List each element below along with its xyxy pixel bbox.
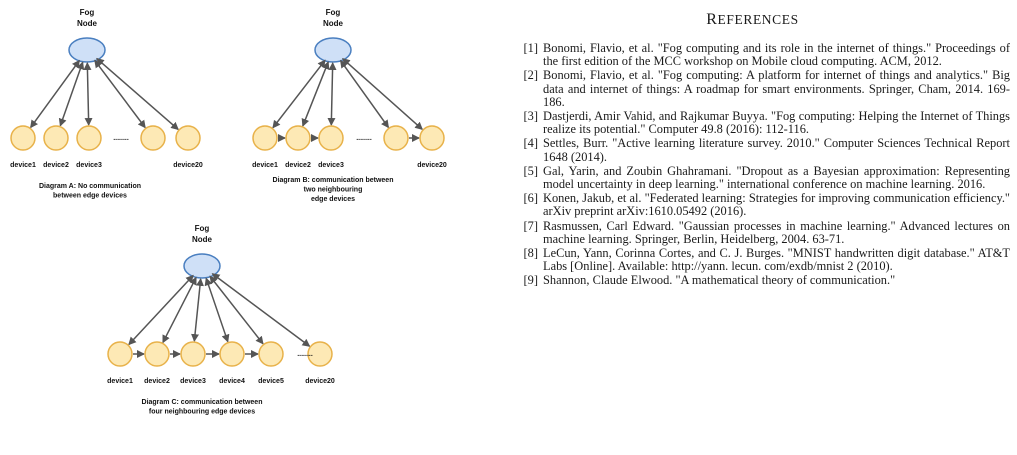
reference-text: Dastjerdi, Amir Vahid, and Rajkumar Buyy… [543, 109, 1010, 137]
arrow-connector [162, 276, 197, 344]
device-node [107, 341, 133, 367]
reference-item: [7] Rasmussen, Carl Edward. "Gaussian pro… [495, 218, 1010, 246]
reference-item: [8] LeCun, Yann, Corinna Cortes, and C. J… [495, 246, 1010, 274]
arrow-connector [96, 57, 179, 131]
references-heading: REFERENCES [495, 11, 1010, 29]
references-section: REFERENCES [1] Bonomi, Flavio, et al. "Fo… [495, 0, 1010, 289]
reference-text: Gal, Yarin, and Zoubin Ghahramani. "Drop… [543, 163, 1010, 192]
fog-node-label: Fog [195, 224, 210, 233]
diagram-caption: Diagram B: communication between [273, 177, 394, 184]
arrow-connector [83, 61, 93, 127]
device-node [180, 341, 206, 367]
arrow-connector [209, 275, 264, 345]
reference-list: [1] Bonomi, Flavio, et al. "Fog computing… [495, 41, 1010, 288]
arrow-connector [341, 57, 424, 131]
arrow-connector [211, 273, 311, 347]
reference-text: Settles, Burr. "Active learning literatu… [543, 136, 1010, 164]
diagram-caption: Diagram C: communication between [142, 399, 263, 406]
device-node [140, 125, 166, 151]
diagram-caption: edge devices [311, 196, 355, 203]
reference-number: [9] [523, 273, 538, 288]
fog-node [68, 37, 106, 63]
device-node [285, 125, 311, 151]
diagram-caption: Diagram A: No communication [39, 183, 141, 190]
arrow-connector [58, 61, 85, 127]
fog-node [314, 37, 352, 63]
diagram-caption: four neighbouring edge devices [149, 409, 255, 416]
fog-node-label: Fog [326, 8, 341, 17]
device-label: device1 [10, 162, 36, 169]
device-label: device2 [144, 378, 170, 385]
arrow-connector [128, 274, 194, 346]
device-label: device5 [258, 378, 284, 385]
references-heading-rest: EFERENCES [717, 12, 799, 27]
device-label: device2 [43, 162, 69, 169]
arrow-connector [339, 59, 390, 129]
reference-number: [6] [523, 191, 538, 206]
device-label: device3 [318, 162, 344, 169]
device-node [383, 125, 409, 151]
fog-node-label: Node [77, 19, 98, 28]
reference-item: [4] Settles, Burr. "Active learning liter… [495, 136, 1010, 164]
fog-node-label: Fog [80, 8, 95, 17]
reference-text: Konen, Jakub, et al. "Federated learning… [543, 191, 1010, 219]
reference-number: [4] [523, 136, 538, 151]
arrow-connector [204, 277, 230, 343]
reference-text: LeCun, Yann, Corinna Cortes, and C. J. B… [543, 246, 1010, 274]
arrow-connector [272, 59, 326, 129]
device-node [318, 125, 344, 151]
device-label: device3 [76, 162, 102, 169]
reference-number: [5] [523, 163, 538, 178]
device-node [76, 125, 102, 151]
device-node [419, 125, 445, 151]
reference-number: [1] [523, 41, 538, 55]
references-heading-cap: R [706, 11, 718, 28]
device-node [252, 125, 278, 151]
reference-number: [8] [523, 246, 538, 261]
device-node [10, 125, 36, 151]
ellipsis-dots: ........ [356, 135, 372, 142]
fog-node-label: Node [192, 235, 213, 244]
device-node [144, 341, 170, 367]
reference-item: [5] Gal, Yarin, and Zoubin Ghahramani. "D… [495, 163, 1010, 192]
fog-node [183, 253, 221, 279]
device-node [43, 125, 69, 151]
device-label: device20 [305, 378, 335, 385]
reference-number: [2] [523, 68, 538, 83]
device-label: device20 [173, 162, 203, 169]
reference-number: [7] [523, 218, 538, 233]
reference-text: Bonomi, Flavio, et al. "Fog computing: A… [543, 68, 1010, 109]
diagram-caption: two neighbouring [304, 187, 363, 194]
device-label: device3 [180, 378, 206, 385]
device-node [258, 341, 284, 367]
reference-text: Bonomi, Flavio, et al. "Fog computing an… [543, 41, 1010, 69]
reference-number: [3] [523, 109, 538, 124]
reference-item: [3] Dastjerdi, Amir Vahid, and Rajkumar B… [495, 109, 1010, 137]
device-label: device2 [285, 162, 311, 169]
arrow-connector [301, 61, 330, 127]
device-node [219, 341, 245, 367]
reference-text: Rasmussen, Carl Edward. "Gaussian proces… [543, 218, 1010, 246]
reference-item: [1] Bonomi, Flavio, et al. "Fog computing… [495, 41, 1010, 69]
reference-item: [2] Bonomi, Flavio, et al. "Fog computing… [495, 69, 1010, 109]
diagram-caption: between edge devices [53, 193, 127, 200]
ellipsis-dots: ........ [297, 351, 313, 358]
device-label: device1 [107, 378, 133, 385]
arrow-connector [327, 61, 337, 127]
device-node [307, 341, 333, 367]
device-label: device4 [219, 378, 245, 385]
device-label: device20 [417, 162, 447, 169]
reference-text: Shannon, Claude Elwood. "A mathematical … [543, 273, 896, 288]
reference-item: [9] Shannon, Claude Elwood. "A mathematic… [495, 274, 1010, 287]
device-label: device1 [252, 162, 278, 169]
arrow-connector [191, 277, 204, 343]
fog-node-label: Node [323, 19, 344, 28]
reference-item: [6] Konen, Jakub, et al. "Federated learn… [495, 191, 1010, 219]
device-node [175, 125, 201, 151]
ellipsis-dots: ........ [113, 135, 129, 142]
